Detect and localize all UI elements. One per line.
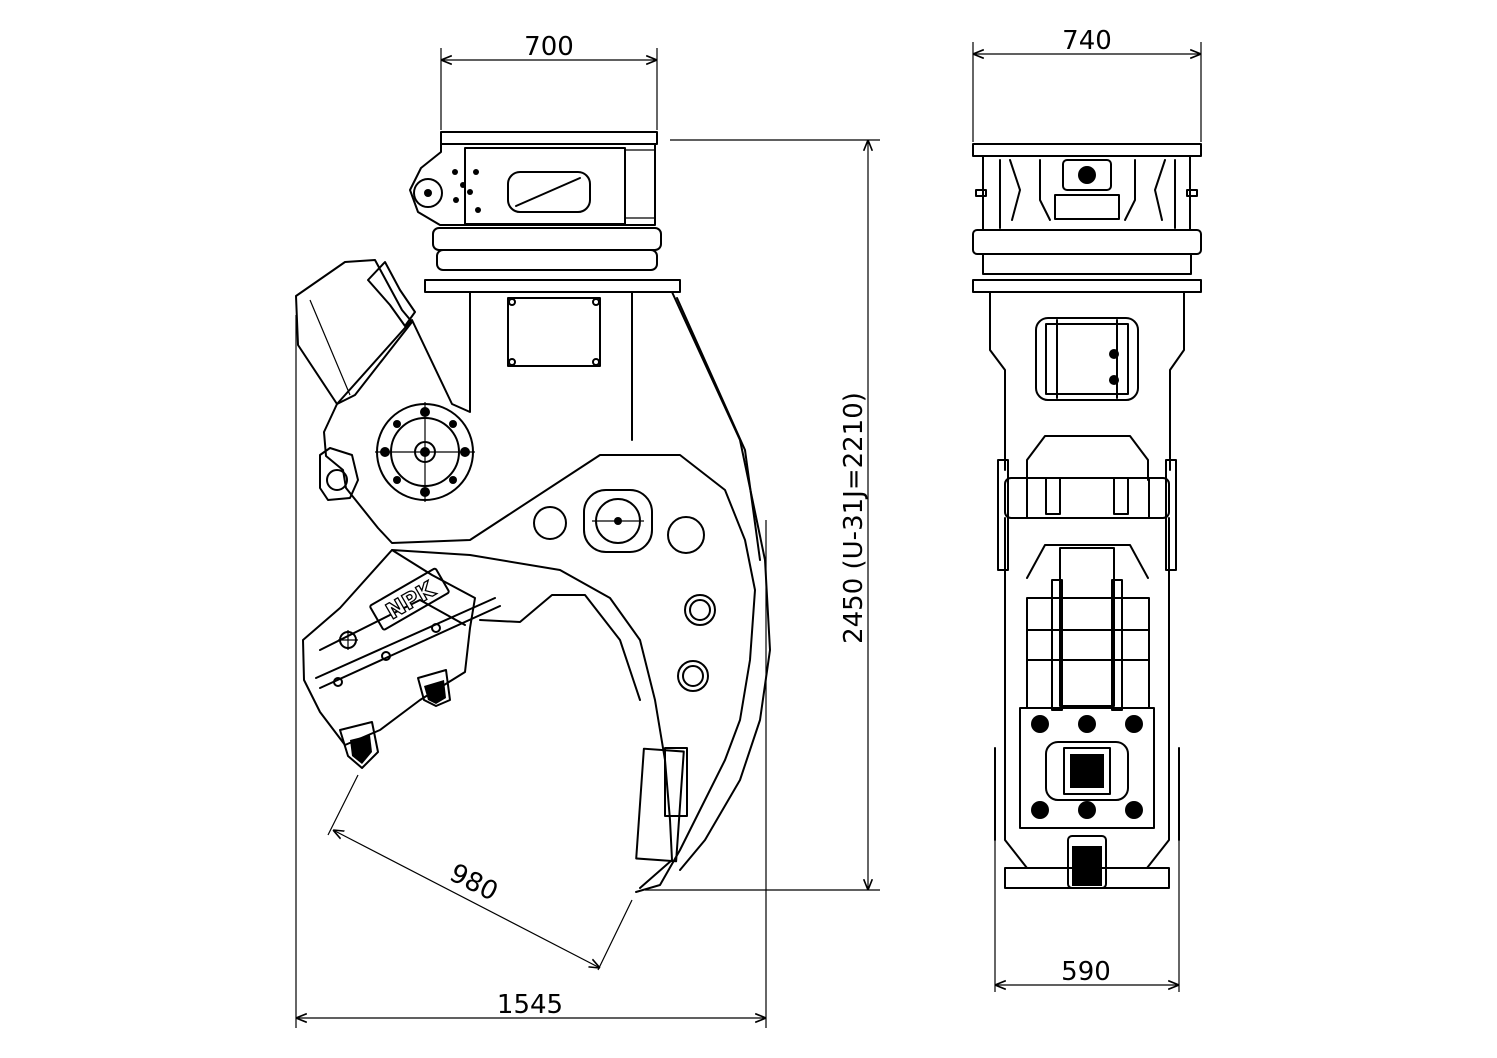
dimension-labels: 700 740 2450 (U-31J=2210) 980 1545 590 [445,26,1112,1020]
side-view: NPK [295,131,771,893]
dim-height-label: 2450 (U-31J=2210) [839,392,869,644]
dim-700-label: 700 [524,32,574,62]
dim-1545-label: 1545 [497,990,563,1020]
dim-980-label: 980 [445,858,503,907]
npk-brand-marking: NPK [382,577,440,625]
dimension-lines [295,42,1202,1028]
dim-740-label: 740 [1062,26,1112,56]
dim-590-label: 590 [1061,957,1111,987]
front-view [972,143,1202,889]
